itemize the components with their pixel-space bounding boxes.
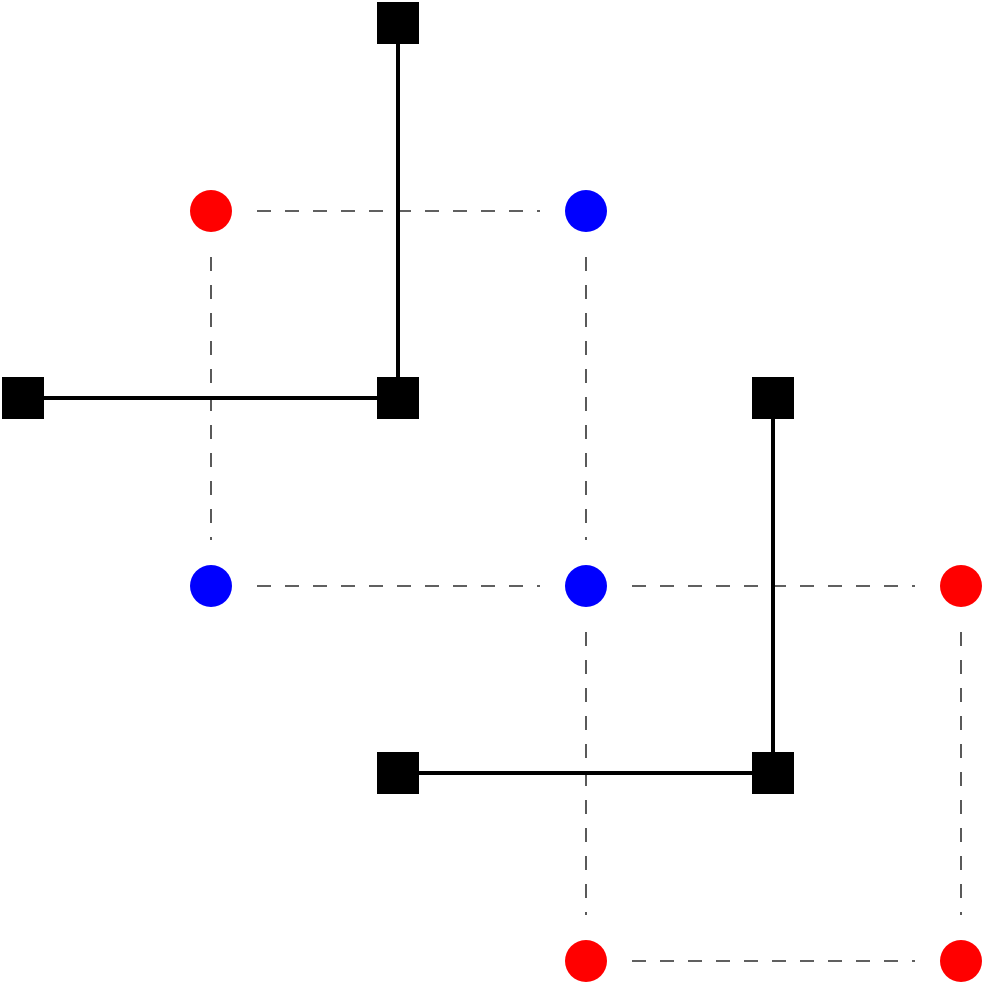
red-circle-node — [940, 565, 982, 607]
square-node — [2, 377, 44, 419]
square-node — [377, 2, 419, 44]
circle-nodes — [190, 190, 982, 982]
square-node — [377, 377, 419, 419]
square-nodes — [2, 2, 794, 794]
red-circle-node — [190, 190, 232, 232]
solid-edges — [23, 23, 775, 775]
square-node — [752, 752, 794, 794]
square-node — [377, 752, 419, 794]
blue-circle-node — [565, 565, 607, 607]
red-circle-node — [565, 940, 607, 982]
blue-circle-node — [565, 190, 607, 232]
red-circle-node — [940, 940, 982, 982]
square-node — [752, 377, 794, 419]
blue-circle-node — [190, 565, 232, 607]
